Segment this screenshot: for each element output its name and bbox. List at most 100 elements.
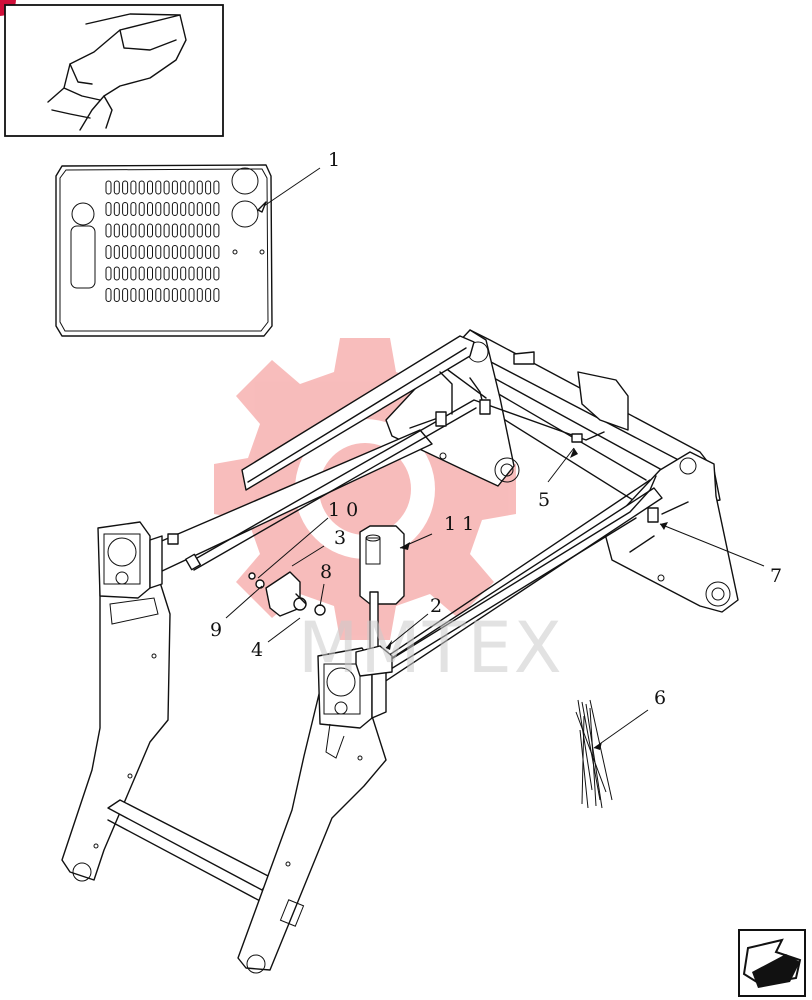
grille-slot	[163, 180, 170, 195]
grille-slot	[213, 223, 220, 238]
indicator-pad[interactable]	[359, 525, 405, 605]
grille-slot	[163, 202, 170, 216]
callout-6[interactable]: 6	[654, 687, 666, 709]
grille-slot	[105, 245, 112, 259]
callout-leaders	[225, 167, 765, 750]
grille-slot	[130, 288, 137, 302]
grille-slot	[155, 202, 162, 216]
next-page-arrow-icon[interactable]	[738, 929, 806, 997]
grille-slot	[213, 202, 220, 216]
grille-slot	[196, 266, 203, 281]
grille-slot	[163, 288, 170, 302]
grille-slot	[105, 180, 112, 195]
grille-slot	[213, 266, 220, 281]
grille-slot	[180, 202, 187, 216]
grille-slot	[122, 266, 129, 281]
grille-slot	[122, 202, 129, 216]
grille-slot	[188, 202, 195, 216]
grille-panel[interactable]	[55, 164, 273, 337]
grille-slot	[180, 223, 187, 238]
grille-slot	[163, 223, 170, 238]
grille-slot	[163, 266, 170, 281]
grille-slot	[113, 180, 120, 195]
grille-slot	[113, 202, 120, 216]
grille-slot	[130, 180, 137, 195]
grille-slot	[213, 180, 220, 195]
grille-slot	[130, 245, 137, 259]
grille-slot	[213, 288, 220, 302]
grille-slot	[155, 180, 162, 195]
callout-labels: 1 2 3 4 5 6 7 8 9 1 0 1 1	[210, 149, 782, 709]
grille-slot	[105, 202, 112, 216]
grille-slot	[138, 266, 145, 281]
grille-slot	[205, 223, 212, 238]
cable-ties[interactable]	[575, 699, 613, 809]
grille-slot	[122, 245, 129, 259]
callout-1[interactable]: 1	[328, 149, 340, 171]
callout-5[interactable]: 5	[538, 489, 550, 511]
grille-slot	[138, 180, 145, 195]
grille-slot	[180, 245, 187, 259]
callout-2[interactable]: 2	[430, 595, 442, 617]
grille-slot	[147, 266, 153, 281]
grille-slot	[105, 223, 112, 238]
grille-slot	[113, 245, 120, 259]
connector-5[interactable]	[571, 433, 583, 443]
grille-slot	[205, 180, 212, 195]
callout-10[interactable]: 1 0	[328, 499, 358, 521]
callout-8[interactable]: 8	[320, 561, 332, 583]
loader-frame[interactable]	[61, 329, 739, 974]
watermark-text: MMTEX	[298, 607, 564, 689]
grille-slot	[138, 288, 145, 302]
grille-slot	[138, 223, 145, 238]
grille-slot	[163, 245, 170, 259]
grille-slot	[113, 223, 120, 238]
grille-slot	[155, 266, 162, 281]
grille-slot	[147, 202, 153, 216]
grille-slot	[122, 223, 129, 238]
grille-slot	[171, 180, 178, 195]
grille-slot	[122, 288, 129, 302]
callout-7[interactable]: 7	[770, 565, 782, 587]
grille-slot	[171, 223, 178, 238]
grille-slot	[171, 245, 178, 259]
grille-slot	[147, 245, 153, 259]
grille-slot	[205, 288, 212, 302]
grille-slot	[196, 288, 203, 302]
callout-11[interactable]: 1 1	[444, 513, 474, 535]
grille-slot	[196, 180, 203, 195]
grille-slot	[147, 288, 153, 302]
grille-slot	[196, 202, 203, 216]
grille-slot	[188, 266, 195, 281]
callout-4[interactable]: 4	[251, 639, 263, 661]
grille-slot	[171, 202, 178, 216]
grille-slot	[155, 245, 162, 259]
overview-thumbnail[interactable]	[4, 4, 224, 137]
grille-slot	[180, 180, 187, 195]
grille-slot	[130, 266, 137, 281]
left-headlight[interactable]	[97, 521, 163, 599]
grille-slot	[188, 223, 195, 238]
grille-slot	[147, 180, 153, 195]
grille-slot	[213, 245, 220, 259]
grille-slot	[105, 266, 112, 281]
bracket-hardware[interactable]	[248, 571, 326, 617]
grille-slot	[196, 245, 203, 259]
grille-slot	[113, 266, 120, 281]
wiring-harness[interactable]	[167, 369, 659, 673]
grille-slot	[122, 180, 129, 195]
grille-slot	[155, 223, 162, 238]
grille-slot	[188, 245, 195, 259]
rod-assembly[interactable]	[355, 591, 393, 677]
grille-slot	[171, 288, 178, 302]
callout-3[interactable]: 3	[334, 527, 346, 549]
grille-slot	[155, 288, 162, 302]
grille-slot	[188, 288, 195, 302]
grille-slot	[130, 223, 137, 238]
grille-slot	[130, 202, 137, 216]
grille-slot	[147, 223, 153, 238]
grille-slot	[205, 266, 212, 281]
callout-9[interactable]: 9	[210, 619, 222, 641]
grille-slot	[171, 266, 178, 281]
grille-slot	[138, 202, 145, 216]
